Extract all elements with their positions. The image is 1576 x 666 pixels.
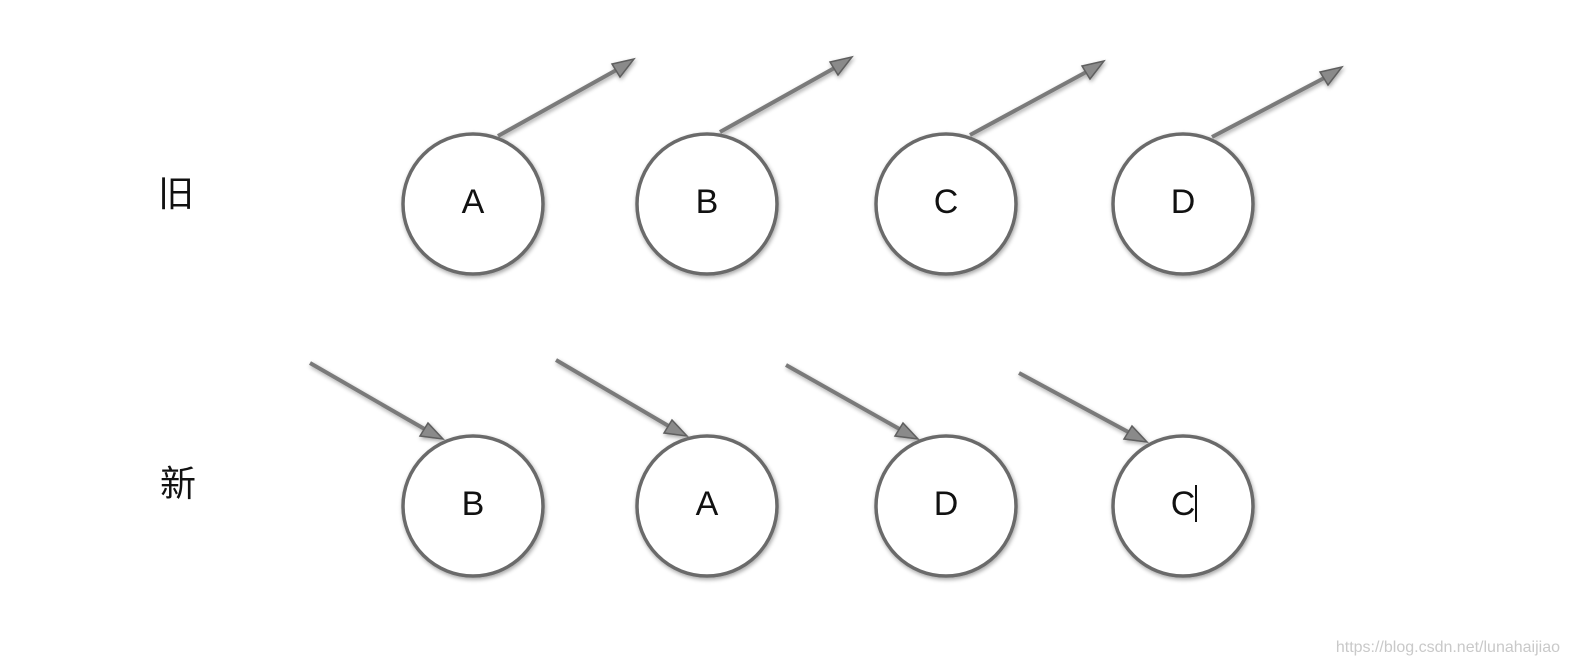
new-node-1 [401, 434, 545, 578]
new-node-label-1: B [462, 485, 485, 523]
new-node-3 [874, 434, 1018, 578]
new-node-2 [635, 434, 779, 578]
old-arrowhead-3 [1080, 59, 1106, 81]
row-label-new: 新 [160, 464, 196, 505]
new-node-label-3: D [934, 485, 959, 523]
new-arrow-3 [785, 363, 904, 433]
new-node-4 [1111, 434, 1255, 578]
old-node-group [401, 55, 1344, 276]
old-node-label-3: C [934, 183, 959, 221]
old-node-label-1: A [462, 183, 485, 221]
new-arrow-4 [1018, 371, 1133, 436]
old-arrowhead-4 [1318, 65, 1344, 87]
old-arrowhead-1 [610, 57, 636, 79]
watermark-text: https://blog.csdn.net/lunahaijiao [1336, 639, 1560, 656]
old-arrow-1 [497, 66, 621, 138]
old-arrowhead-2 [828, 55, 854, 77]
new-arrowhead-1 [418, 421, 445, 441]
row-label-old: 旧 [158, 174, 194, 215]
new-node-label-2: A [696, 485, 719, 523]
old-arrow-3 [969, 68, 1091, 137]
new-node-group [309, 358, 1255, 578]
new-arrowhead-4 [1122, 424, 1149, 444]
old-arrow-2 [719, 64, 839, 134]
old-node-1 [401, 132, 545, 276]
new-arrow-2 [554, 358, 674, 430]
new-arrowhead-3 [893, 421, 920, 441]
new-arrow-1 [309, 361, 429, 433]
old-node-label-2: B [696, 183, 719, 221]
old-node-2 [635, 132, 779, 276]
new-arrowhead-2 [662, 418, 689, 438]
old-node-label-4: D [1171, 183, 1196, 221]
old-node-3 [874, 132, 1018, 276]
new-node-label-4: C [1171, 485, 1196, 523]
old-arrow-4 [1211, 74, 1329, 139]
old-node-4 [1111, 132, 1255, 276]
